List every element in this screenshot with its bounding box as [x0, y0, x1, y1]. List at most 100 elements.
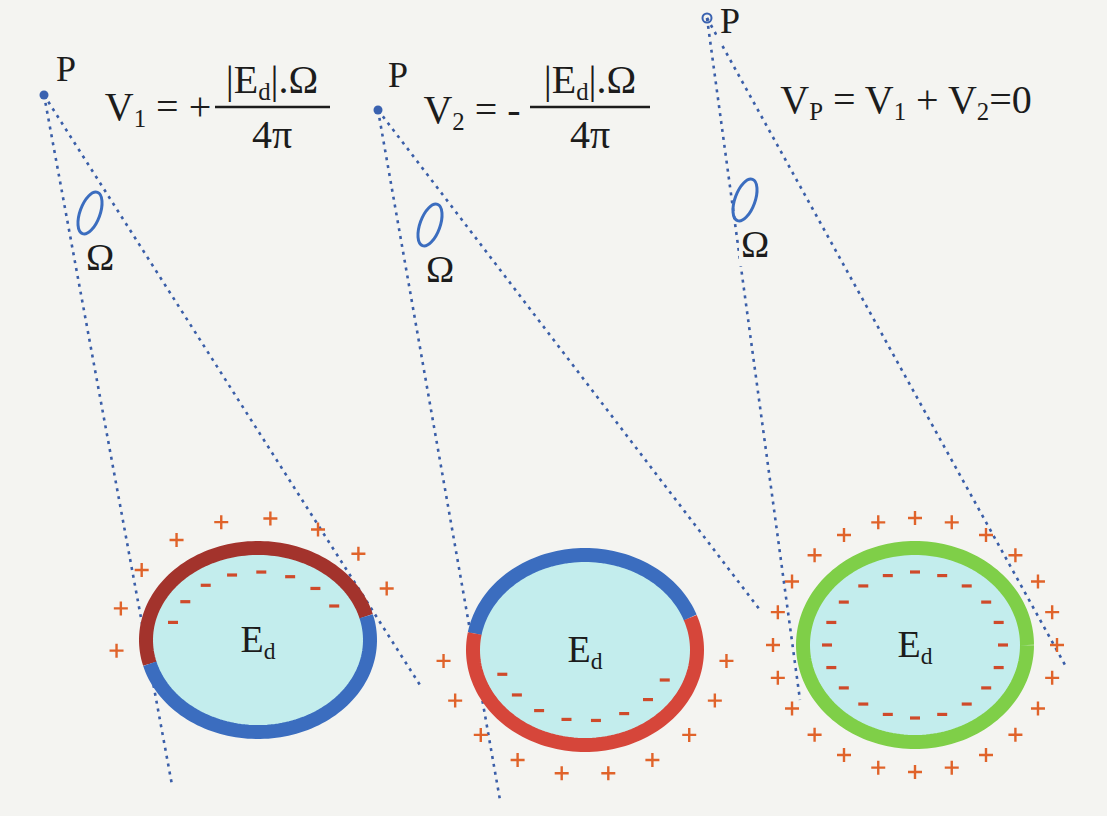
positive-charge	[1050, 638, 1064, 652]
negative-charge	[310, 587, 320, 590]
surface-band	[150, 616, 370, 732]
positive-charge	[771, 671, 785, 685]
positive-charge	[1031, 702, 1045, 716]
positive-charge	[555, 766, 569, 780]
negative-charge	[201, 584, 211, 587]
solid-angle-label: Ω	[84, 237, 116, 279]
positive-charge	[114, 601, 128, 615]
positive-charge	[837, 528, 851, 542]
subscript: d	[258, 78, 270, 105]
surface-element-loop	[408, 197, 452, 253]
negative-charge	[180, 600, 190, 603]
negative-charge	[168, 621, 178, 624]
negative-charge	[858, 702, 868, 705]
positive-charge	[511, 753, 525, 767]
positive-charge	[1045, 605, 1059, 619]
field-label: Ed	[568, 629, 603, 671]
positive-charge	[719, 654, 733, 668]
positive-charge	[708, 694, 722, 708]
surface-band	[473, 618, 697, 745]
negative-charge	[660, 678, 670, 681]
positive-charge	[908, 765, 922, 779]
fraction-numerator: |Ed|.Ω	[223, 58, 322, 102]
fraction-denominator: 4π	[249, 113, 295, 157]
field-label: Ed	[241, 619, 276, 661]
point-dot	[40, 91, 49, 100]
fraction-numerator: |Ed|.Ω	[541, 58, 640, 102]
positive-charge	[135, 563, 149, 577]
negative-charge	[256, 570, 266, 573]
positive-charge	[808, 548, 822, 562]
negative-charge	[981, 600, 991, 603]
negative-charge	[285, 575, 295, 578]
positive-charge	[979, 748, 993, 762]
positive-charge	[871, 761, 885, 775]
negative-charge	[512, 693, 522, 696]
negative-charge	[858, 584, 868, 587]
solid-angle-label: Ω	[424, 249, 456, 291]
negative-charge	[822, 643, 832, 646]
negative-charge	[839, 600, 849, 603]
positive-charge	[110, 644, 124, 658]
loop-outline	[413, 201, 447, 249]
subscript: d	[591, 648, 603, 674]
positive-charge	[837, 748, 851, 762]
dielectric-body: Ed	[433, 515, 737, 785]
positive-charge	[474, 728, 488, 742]
point-dot	[703, 14, 712, 23]
surface-element: Ω	[723, 172, 775, 266]
positive-charge	[979, 528, 993, 542]
positive-charge	[908, 511, 922, 525]
negative-charge	[619, 712, 629, 715]
negative-charge	[910, 570, 920, 573]
negative-charge	[981, 686, 991, 689]
positive-charge	[808, 728, 822, 742]
cone-line	[378, 110, 760, 610]
positive-charge	[1045, 671, 1059, 685]
negative-charge	[591, 719, 601, 722]
potential-sum-formula: VP = V1 + V2=0	[777, 78, 1035, 122]
positive-charge	[1008, 548, 1022, 562]
point-label: P	[385, 56, 411, 96]
surface-element: Ω	[408, 197, 460, 291]
surface-band	[146, 548, 366, 664]
point-label: P	[717, 2, 743, 42]
negative-charge	[962, 702, 972, 705]
positive-charge	[437, 654, 451, 668]
fraction-denominator: 4π	[567, 113, 613, 157]
negative-charge	[561, 718, 571, 721]
surface-element-loop	[68, 185, 112, 241]
positive-charge	[771, 605, 785, 619]
positive-charge	[1008, 728, 1022, 742]
subscript: 2	[452, 108, 464, 135]
point-label: P	[53, 50, 79, 90]
negative-charge	[227, 573, 237, 576]
negative-charge	[826, 621, 836, 624]
dielectric-fill	[146, 548, 370, 732]
negative-charge	[962, 584, 972, 587]
negative-charge	[643, 698, 653, 701]
potential-formula: V1 = +	[102, 85, 214, 129]
positive-charge	[945, 761, 959, 775]
dielectric-body: Ed	[106, 508, 410, 772]
positive-charge	[871, 515, 885, 529]
negative-charge	[937, 574, 947, 577]
surface-band	[475, 555, 691, 634]
negative-charge	[534, 709, 544, 712]
surface-element: Ω	[68, 185, 120, 279]
negative-charge	[839, 686, 849, 689]
solid-angle-label: Ω	[739, 224, 771, 266]
surface-element-loop	[723, 172, 767, 228]
negative-charge	[497, 673, 507, 676]
negative-charge	[910, 716, 920, 719]
positive-charge	[766, 638, 780, 652]
positive-charge	[785, 575, 799, 589]
negative-charge	[994, 621, 1004, 624]
negative-charge	[883, 574, 893, 577]
positive-charge	[170, 533, 184, 547]
positive-charge	[351, 547, 365, 561]
positive-charge	[682, 728, 696, 742]
fraction-bar	[215, 106, 330, 109]
subscript: 1	[894, 98, 906, 125]
positive-charge	[448, 694, 462, 708]
